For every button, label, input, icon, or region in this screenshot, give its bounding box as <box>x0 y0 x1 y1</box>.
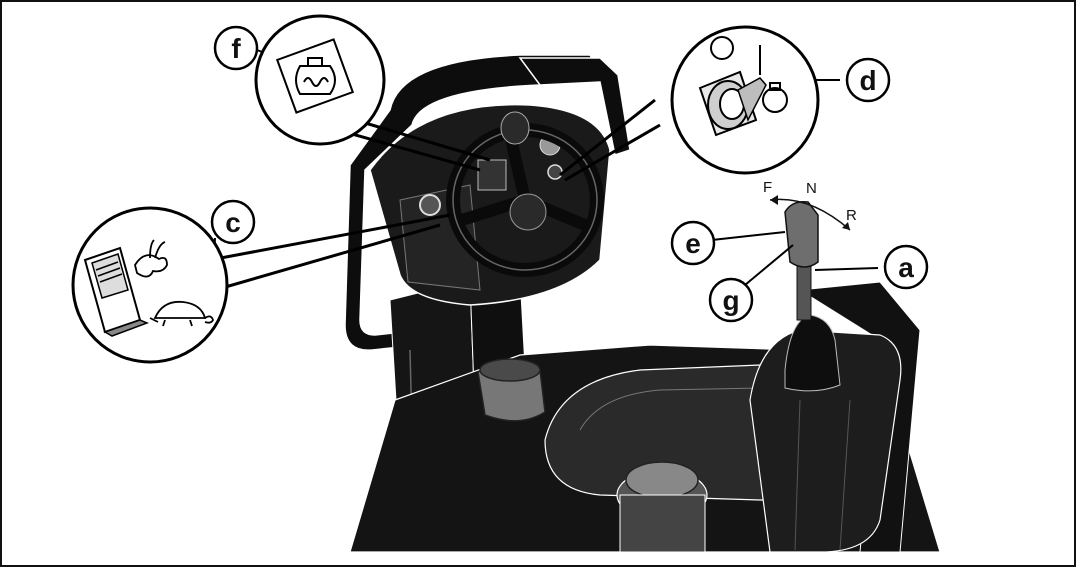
callout-e: e <box>672 222 714 264</box>
svg-text:e: e <box>685 228 701 259</box>
callout-g: g <box>710 279 752 321</box>
svg-text:c: c <box>225 207 241 238</box>
direction-neutral-label: N <box>806 180 817 197</box>
callout-c: c <box>212 201 254 243</box>
callout-a: a <box>885 246 927 288</box>
direction-forward-label: F <box>763 179 772 196</box>
callout-d: d <box>847 59 889 101</box>
machine-body <box>345 55 940 552</box>
speed-switch-detail <box>73 208 227 362</box>
key-switch-detail <box>672 27 818 173</box>
svg-text:f: f <box>231 33 241 64</box>
svg-text:a: a <box>898 252 914 283</box>
callout-f: f <box>215 27 257 69</box>
svg-text:g: g <box>722 285 739 316</box>
svg-text:d: d <box>859 65 876 96</box>
glow-plug-detail <box>256 16 384 144</box>
direction-reverse-label: R <box>846 207 857 224</box>
